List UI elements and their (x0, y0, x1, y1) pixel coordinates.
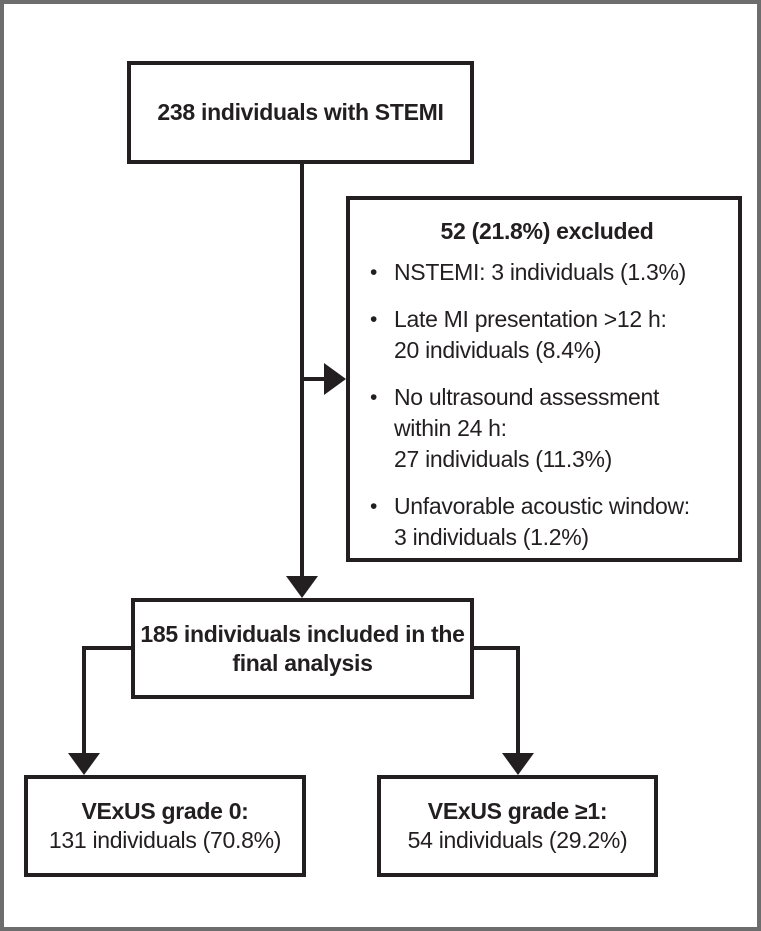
arrowhead-right-excluded-icon (324, 363, 346, 395)
box-excluded: 52 (21.8%) excluded • NSTEMI: 3 individu… (346, 196, 742, 562)
bullet-icon: • (370, 308, 378, 331)
excluded-item: • Unfavorable acoustic window: 3 individ… (370, 491, 724, 553)
vexus-grade1-title: VExUS grade ≥1: (427, 798, 608, 824)
arrowhead-down-included-icon (286, 576, 318, 598)
box-vexus-grade0: VExUS grade 0: 131 individuals (70.8%) (24, 775, 306, 877)
excluded-title: 52 (21.8%) excluded (440, 218, 654, 244)
excluded-item: • Late MI presentation >12 h: 20 individ… (370, 304, 724, 366)
excluded-item-text: Unfavorable acoustic window: 3 individua… (394, 493, 690, 550)
bullet-icon: • (370, 386, 378, 409)
box-enrollment: 238 individuals with STEMI (127, 61, 474, 164)
excluded-item: • NSTEMI: 3 individuals (1.3%) (370, 257, 724, 288)
vexus-grade0-title: VExUS grade 0: (81, 798, 249, 824)
excluded-list: • NSTEMI: 3 individuals (1.3%) • Late MI… (370, 257, 724, 553)
box-included: 185 individuals included in the final an… (131, 598, 474, 699)
enrollment-text: 238 individuals with STEMI (157, 99, 444, 125)
connector-left-branch-horizontal (82, 646, 131, 650)
bullet-icon: • (370, 495, 378, 518)
excluded-item-text: No ultrasound assessment within 24 h: 27… (394, 384, 660, 472)
connector-right-branch-vertical (516, 646, 520, 756)
arrowhead-down-grade0-icon (68, 753, 100, 775)
excluded-item-text: NSTEMI: 3 individuals (1.3%) (394, 259, 686, 285)
connector-to-excluded (302, 377, 326, 381)
box-vexus-grade1: VExUS grade ≥1: 54 individuals (29.2%) (377, 775, 658, 877)
vexus-grade1-subtitle: 54 individuals (29.2%) (407, 827, 628, 853)
bullet-icon: • (370, 261, 378, 284)
arrowhead-down-grade1-icon (502, 753, 534, 775)
vexus-grade0-subtitle: 131 individuals (70.8%) (48, 827, 282, 853)
connector-enrollment-to-included (300, 164, 304, 578)
connector-right-branch-horizontal (474, 646, 520, 650)
included-text: 185 individuals included in the final an… (140, 620, 465, 676)
connector-left-branch-vertical (82, 646, 86, 756)
excluded-item: • No ultrasound assessment within 24 h: … (370, 382, 724, 475)
excluded-item-text: Late MI presentation >12 h: 20 individua… (394, 306, 667, 363)
